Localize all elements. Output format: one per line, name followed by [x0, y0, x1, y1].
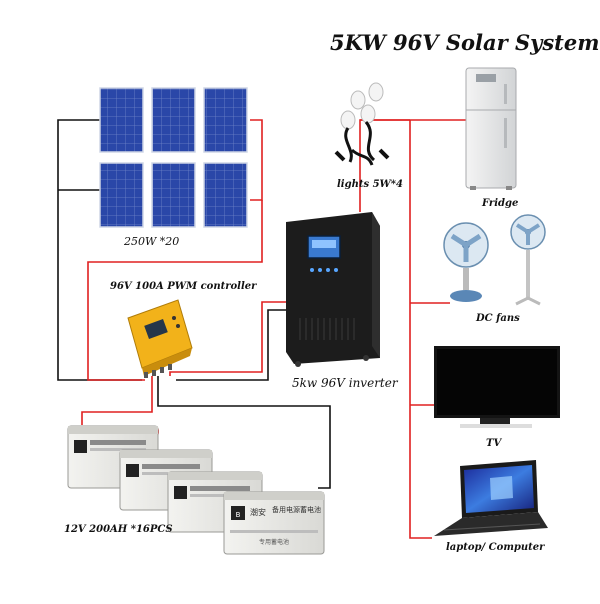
- solar-panel-array: [99, 87, 248, 228]
- batteries-label: 12V 200AH *16PCS: [64, 524, 173, 535]
- battery-brand-text: 潮安: [250, 507, 266, 517]
- wires: [57, 119, 470, 539]
- controller-label: 96V 100A PWM controller: [110, 281, 257, 292]
- battery-logo-mark: B: [236, 511, 241, 519]
- panels-label: 250W *20: [124, 235, 180, 248]
- battery-subtext: 专用蓄电池: [259, 538, 289, 546]
- controller-battery-black: [157, 376, 331, 489]
- fridge-icon: [465, 67, 517, 190]
- inverter-icon: [286, 212, 380, 367]
- solar-panel-icon: [99, 87, 248, 228]
- controller-inverter-wire-red: [169, 301, 290, 376]
- controller-icon: [127, 299, 193, 378]
- diagram-title: 5KW 96V Solar System: [330, 30, 600, 55]
- ac-bus: [359, 119, 470, 212]
- panel-negative-wire: [57, 119, 142, 381]
- controller-inverter-wire-black: [176, 309, 290, 381]
- fans-label: DC fans: [476, 313, 520, 324]
- tv-label: TV: [486, 438, 502, 449]
- battery-icon: B 潮安 备用电源蓄电池 专用蓄电池: [223, 491, 325, 555]
- panel-to-controller-positive: [87, 200, 263, 381]
- panel-positive-wire: [250, 119, 263, 201]
- fridge-label: Fridge: [482, 198, 519, 209]
- laptop-icon: [434, 460, 548, 536]
- ac-bus-main: [409, 120, 432, 539]
- light-bulb-icon: [334, 82, 390, 166]
- laptop-label: laptop/ Computer: [446, 542, 545, 553]
- battery-bank: B 潮安 备用电源蓄电池 专用蓄电池: [67, 425, 325, 555]
- fan-icon: [443, 222, 489, 302]
- battery-product-text: 备用电源蓄电池: [272, 505, 321, 514]
- lights-label: lights 5W*4: [337, 179, 403, 190]
- tv-icon: [434, 346, 560, 428]
- fan-icon: [510, 214, 546, 306]
- inverter-label: 5kw 96V inverter: [292, 376, 398, 390]
- controller-battery-red: [81, 376, 153, 425]
